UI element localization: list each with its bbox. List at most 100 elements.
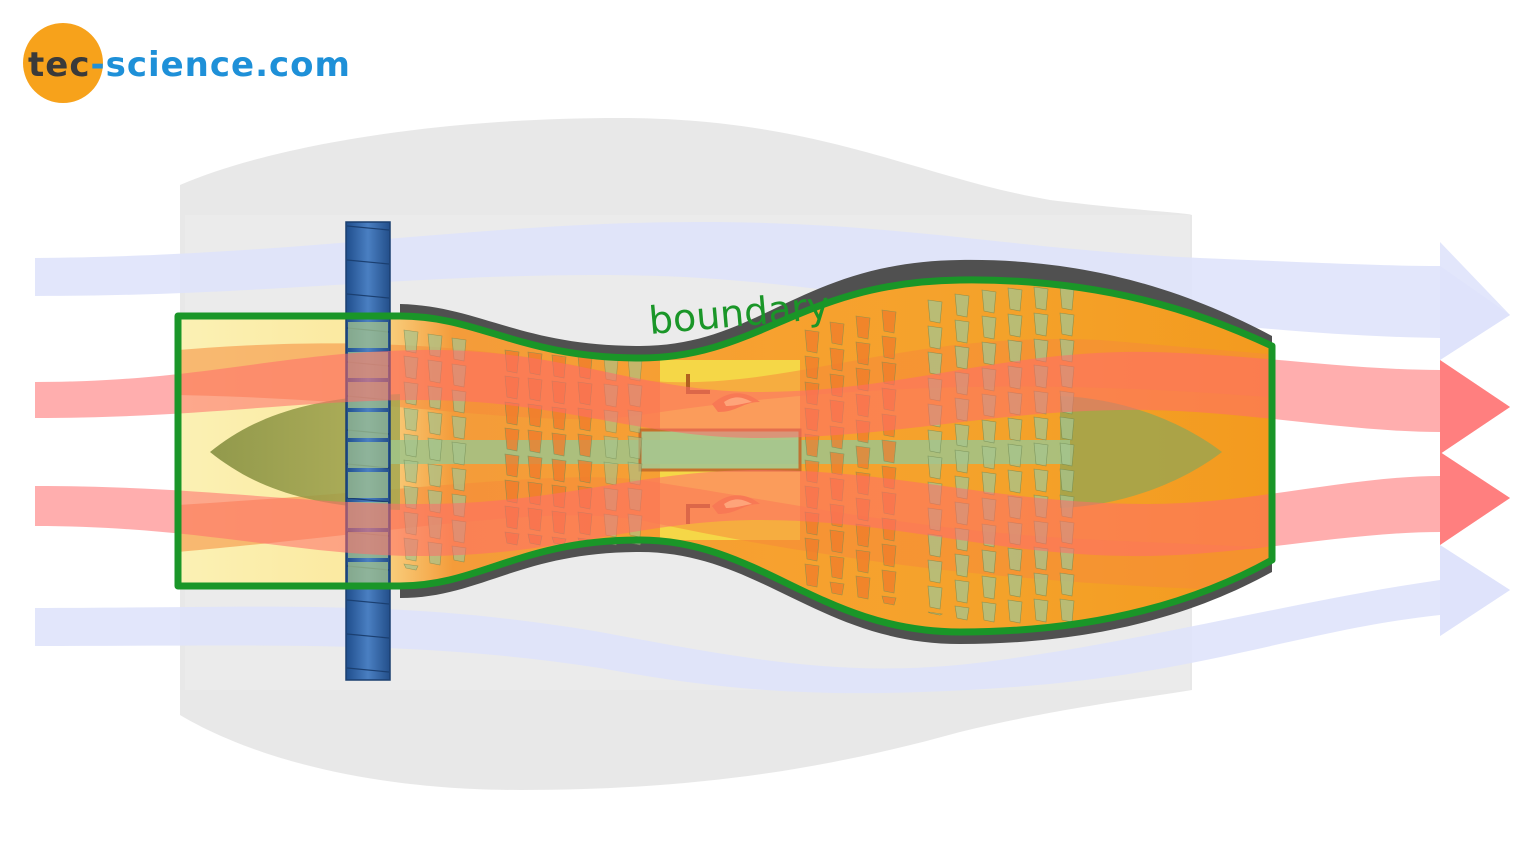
blade-segment (1033, 442, 1049, 467)
blade-segment (804, 329, 820, 354)
blade-segment (855, 445, 871, 470)
blade-segment (881, 309, 897, 334)
blade-segment (927, 533, 943, 558)
blade-segment (1033, 468, 1049, 493)
blade-segment (403, 459, 419, 484)
blade-segment (954, 423, 970, 448)
blade-segment (881, 595, 897, 606)
blade-segment (981, 315, 997, 340)
blade-segment (1059, 312, 1075, 337)
blade-segment (881, 335, 897, 360)
blade-segment (981, 419, 997, 444)
blade-segment (881, 569, 897, 594)
blade-segment (403, 433, 419, 458)
blade-segment (1007, 443, 1023, 468)
fan-blade-divider (346, 633, 390, 639)
blade-segment (981, 445, 997, 470)
blade-segment (829, 451, 845, 476)
blade-segment (829, 529, 845, 554)
blade-segment (504, 453, 520, 478)
blade-segment (451, 441, 467, 466)
blade-segment (504, 427, 520, 452)
blade-segment (1007, 287, 1023, 312)
core-flow-upper (35, 349, 1510, 454)
blade-segment (1059, 442, 1075, 467)
blade-segment (981, 289, 997, 314)
blade-segment (855, 575, 871, 600)
blade-segment (1033, 416, 1049, 441)
blade-segment (927, 559, 943, 584)
fan-blade-divider (346, 225, 390, 231)
blade-segment (403, 563, 419, 571)
blade-segment (881, 439, 897, 464)
blade-segment (954, 605, 970, 621)
blade-segment (829, 581, 845, 596)
blade-segment (1033, 312, 1049, 337)
blade-segment (855, 341, 871, 366)
blade-segment (1033, 598, 1049, 623)
blade-segment (829, 555, 845, 580)
blade-segment (981, 549, 997, 574)
blade-segment (981, 341, 997, 366)
fan-core-segment (348, 472, 388, 498)
blade-segment (954, 345, 970, 370)
blade-segment (427, 411, 443, 436)
blade-segment (981, 601, 997, 623)
core-flow-lower (35, 452, 1510, 557)
logo-text-part2: -science.com (90, 45, 351, 85)
blade-segment (1007, 469, 1023, 494)
blade-segment (1007, 417, 1023, 442)
blade-segment (627, 435, 643, 460)
blade-segment (954, 553, 970, 578)
site-logo: tec-science.com (23, 23, 351, 103)
blade-segment (804, 355, 820, 380)
svg-text:tec-science.com: tec-science.com (28, 45, 351, 85)
blade-segment (927, 585, 943, 610)
blade-segment (427, 463, 443, 488)
blade-segment (1007, 313, 1023, 338)
blade-segment (577, 459, 593, 484)
blade-segment (527, 455, 543, 480)
blade-segment (551, 458, 567, 483)
blade-segment (855, 549, 871, 574)
fan-core-segment (348, 412, 388, 438)
blade-segment (927, 429, 943, 454)
blade-segment (1059, 468, 1075, 493)
blade-segment (1059, 598, 1075, 623)
arrow-right-icon (1440, 266, 1510, 636)
fan-core-segment (348, 322, 388, 348)
blade-segment (1007, 547, 1023, 572)
blade-segment (927, 351, 943, 376)
blade-segment (603, 435, 619, 460)
blade-segment (927, 325, 943, 350)
blade-segment (954, 293, 970, 318)
blade-segment (1007, 599, 1023, 624)
fan-blade-divider (346, 293, 390, 299)
fan-blade-divider (346, 259, 390, 265)
blade-segment (1059, 286, 1075, 311)
bypass-flow-upper (35, 222, 1510, 360)
blade-segment (451, 467, 467, 492)
blade-segment (1059, 416, 1075, 441)
exhaust-cone (1060, 396, 1222, 508)
blade-segment (855, 315, 871, 340)
logo-circle (23, 23, 103, 103)
blade-segment (881, 543, 897, 568)
blade-segment (954, 449, 970, 474)
fan-blade-divider (346, 599, 390, 605)
blade-segment (1059, 572, 1075, 597)
logo-text-part1: tec (28, 45, 90, 85)
blade-segment (954, 319, 970, 344)
blade-segment (954, 579, 970, 604)
blade-segment (1007, 573, 1023, 598)
blade-segment (927, 455, 943, 480)
arrow-right-icon (1440, 360, 1510, 545)
blade-segment (804, 563, 820, 588)
blade-segment (927, 611, 943, 616)
blade-segment (804, 537, 820, 562)
blade-segment (551, 432, 567, 457)
blade-segment (403, 329, 419, 354)
blade-segment (927, 299, 943, 324)
blade-segment (577, 433, 593, 458)
